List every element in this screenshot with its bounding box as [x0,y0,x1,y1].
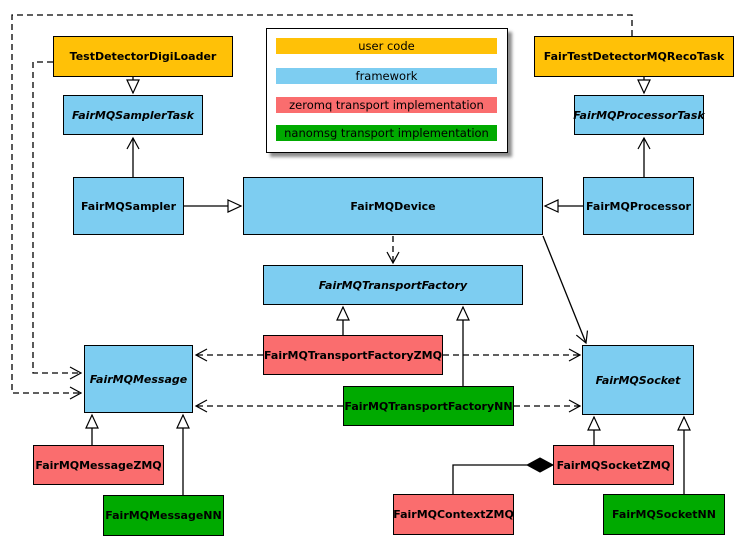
legend: user code framework zeromq transport imp… [266,28,508,153]
class-box-fairmqdevice: FairMQDevice [243,177,543,235]
edge-device-socket-association [542,235,589,345]
legend-item-user-code: user code [276,38,497,54]
class-box-fairmqsamplertask: FairMQSamplerTask [63,95,203,135]
class-box-fairmqmessage: FairMQMessage [84,345,193,413]
class-box-fairmqsocketnn: FairMQSocketNN [603,494,725,535]
class-box-fairmqsampler: FairMQSampler [73,177,184,235]
class-box-testdetectordigiloader: TestDetectorDigiLoader [53,36,233,77]
class-box-fairmqmessagenn: FairMQMessageNN [103,495,224,536]
legend-item-nanomsg: nanomsg transport implementation [276,125,497,141]
class-box-fairmqmessagezmq: FairMQMessageZMQ [33,445,164,485]
class-box-fairmqsocket: FairMQSocket [582,345,694,415]
class-box-fairmqtransportfactory: FairMQTransportFactory [263,265,523,305]
class-box-fairmqtransportfactoryzmq: FairMQTransportFactoryZMQ [263,335,443,375]
class-box-fairtestdetectormqrecotask: FairTestDetectorMQRecoTask [534,36,734,77]
class-box-fairmqprocessor: FairMQProcessor [583,177,694,235]
class-box-fairmqprocessortask: FairMQProcessorTask [573,95,705,135]
class-box-fairmqcontextzmq: FairMQContextZMQ [393,494,514,535]
legend-item-framework: framework [276,68,497,84]
legend-item-zeromq: zeromq transport implementation [276,97,497,113]
class-box-fairmqtransportfactorynn: FairMQTransportFactoryNN [343,386,514,426]
class-box-fairmqsocketzmq: FairMQSocketZMQ [553,445,674,485]
edge-socketzmq-contextzmq-composition [452,457,555,494]
